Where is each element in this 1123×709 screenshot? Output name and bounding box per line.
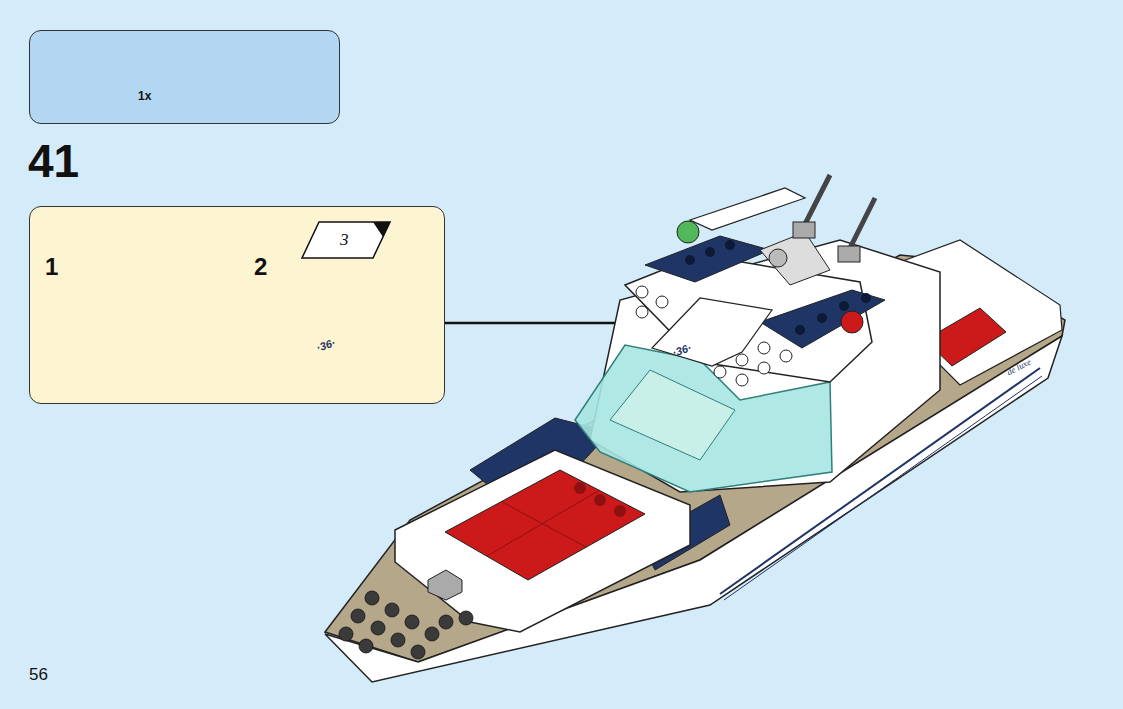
substep-number: 1 [45,253,58,281]
part-count: 1x [138,89,151,103]
sticker-number: 3 [340,230,349,250]
sticker-callout: 3 [301,221,391,259]
step-panel: 3 1 2 [29,206,445,404]
substep-number: 2 [254,253,267,281]
page-number: 56 [29,665,48,685]
parts-box: 1x [29,30,340,124]
step-number: 41 [28,134,79,188]
